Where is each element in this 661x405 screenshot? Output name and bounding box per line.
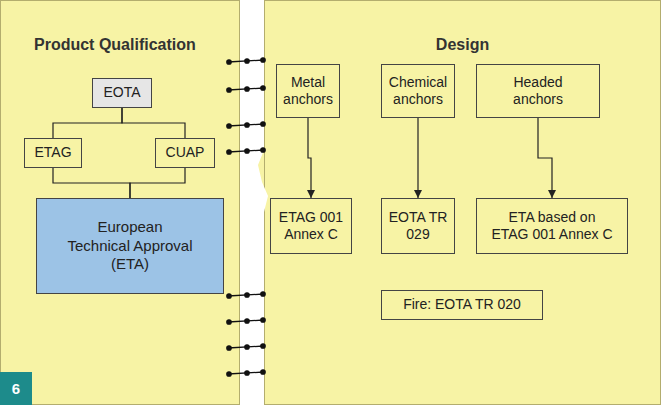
section-heading: Design [264,36,661,54]
arrow-connector [308,118,311,198]
box-text: EOTA [103,84,140,102]
tree-line [122,108,185,138]
box-text: Chemical anchors [386,74,450,109]
box-text: ETA based on ETAG 001 Annex C [489,209,615,244]
section-page: DesignMetal anchors Chemical anchors Heade… [264,0,661,405]
approval-box: European Technical Approval (ETA) [36,198,224,294]
box-text: European Technical Approval (ETA) [65,218,195,274]
box-text: CUAP [166,144,205,162]
box-text: EOTA TR 029 [386,209,450,244]
document-box: CUAP [155,138,215,168]
tree-line [53,168,130,198]
design-method-box: ETA based on ETAG 001 Annex C [476,198,628,254]
fire-method-box: Fire: EOTA TR 020 [381,290,543,320]
tree-line [53,108,122,138]
anchor-type-box: Metal anchors [276,64,340,118]
anchor-type-box: Headed anchors [476,64,600,118]
document-box: ETAG [24,138,82,168]
anchor-type-box: Chemical anchors [381,64,455,118]
arrow-connector [538,118,552,198]
right-page [265,1,661,405]
callout-number: 6 [12,380,20,397]
box-text: Headed anchors [508,74,568,109]
organisation-box: EOTA [92,78,152,108]
left-page [1,1,240,405]
tree-line [130,168,185,198]
box-text: ETAG [34,144,71,162]
arrow-connector [417,118,418,198]
box-text: ETAG 001 Annex C [275,209,347,244]
box-text: Fire: EOTA TR 020 [403,296,521,314]
box-text: Metal anchors [281,74,335,109]
design-method-box: ETAG 001 Annex C [270,198,352,254]
figure-number: 6 [0,372,32,405]
section-heading: Product Qualification [34,36,196,54]
spiral-rings [227,58,265,376]
section-page: Product QualificationEOTA ETAG CUAP Europea… [0,0,240,405]
design-method-box: EOTA TR 029 [381,198,455,254]
